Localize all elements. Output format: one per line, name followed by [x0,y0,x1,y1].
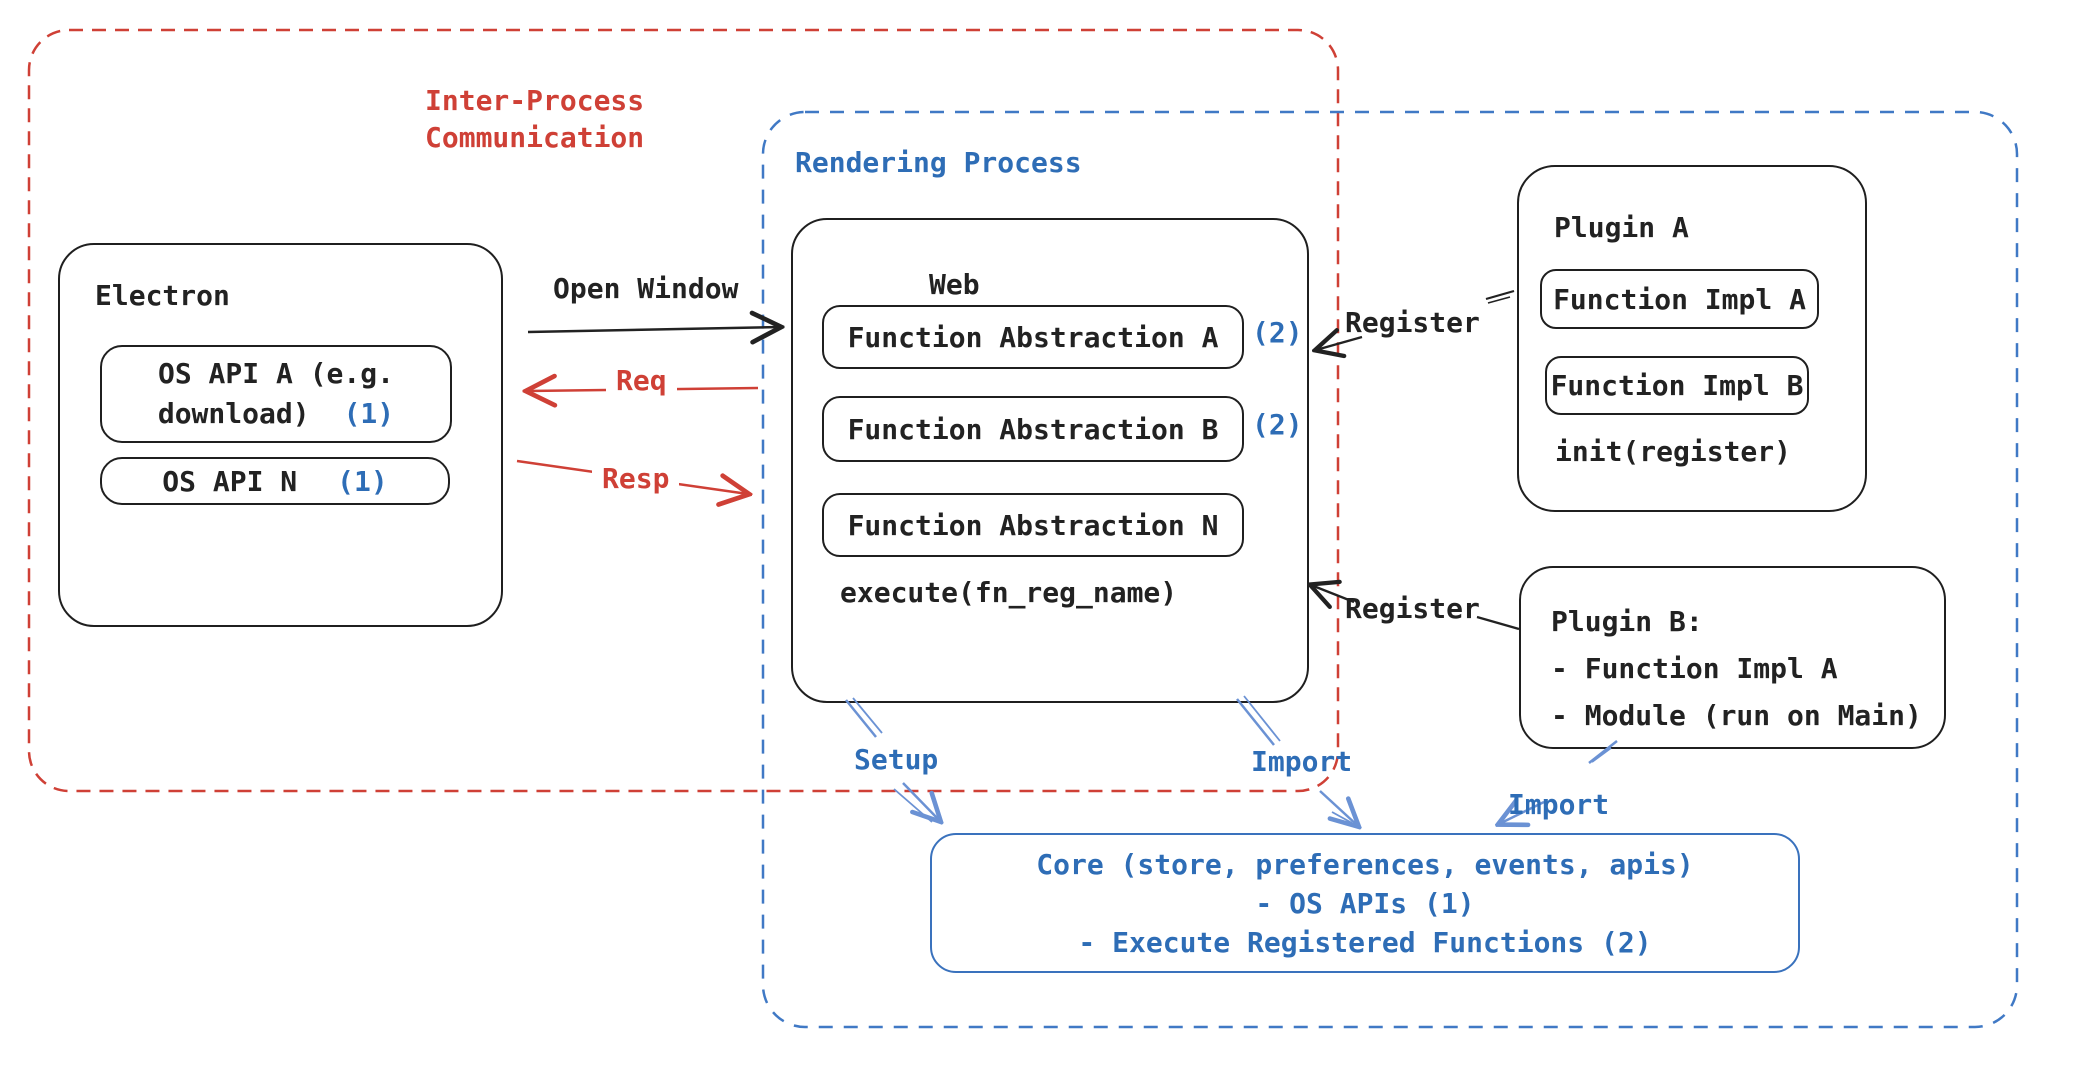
function-abstraction-b-box: Function Abstraction B [822,396,1244,462]
plugin-a-box: Plugin A Function Impl A Function Impl B… [1517,165,1867,512]
function-abstraction-n-box: Function Abstraction N [822,493,1244,557]
plugin-b-line2: - Module (run on Main) [1551,699,1922,732]
function-abstraction-a-note: (2) [1252,316,1303,349]
function-impl-a-box: Function Impl A [1540,269,1819,329]
function-impl-a-label: Function Impl A [1553,282,1806,316]
electron-box: Electron OS API A (e.g. download) (1) OS… [58,243,503,627]
os-api-a-line2-row: download) (1) [158,394,394,434]
os-api-n-note: (1) [337,464,388,498]
core-box: Core (store, preferences, events, apis) … [930,833,1800,973]
plugin-b-title: Plugin B: [1551,605,1703,638]
core-line3: - Execute Registered Functions (2) [1078,925,1652,959]
core-line2: - OS APIs (1) [1255,886,1475,920]
function-impl-b-label: Function Impl B [1550,369,1804,402]
web-execute-text: execute(fn_reg_name) [840,576,1178,609]
plugin-a-title: Plugin A [1554,211,1689,244]
os-api-a-box: OS API A (e.g. download) (1) [100,345,452,443]
plugin-a-init-text: init(register) [1555,435,1792,468]
os-api-n-box: OS API N (1) [100,457,450,505]
function-impl-b-box: Function Impl B [1545,356,1809,415]
os-api-a-note: (1) [343,397,395,430]
function-abstraction-b-note: (2) [1252,408,1303,441]
web-box: Web Function Abstraction A (2) Function … [791,218,1309,703]
web-title: Web [929,268,980,301]
core-line1: Core (store, preferences, events, apis) [1036,847,1694,881]
os-api-a-line1: OS API A (e.g. [157,357,394,390]
os-api-a-line2: download) [157,397,310,430]
os-api-n-label: OS API N [162,464,298,498]
function-abstraction-a-label: Function Abstraction A [847,320,1219,354]
electron-title: Electron [95,279,230,312]
plugin-b-line1: - Function Impl A [1551,652,1838,685]
function-abstraction-n-label: Function Abstraction N [847,508,1219,542]
function-abstraction-a-box: Function Abstraction A [822,305,1244,369]
plugin-b-box: Plugin B: - Function Impl A - Module (ru… [1519,566,1946,749]
function-abstraction-b-label: Function Abstraction B [847,412,1219,446]
